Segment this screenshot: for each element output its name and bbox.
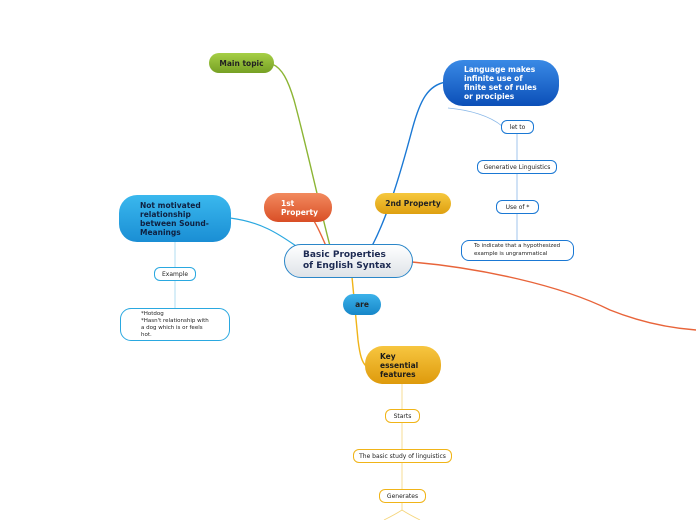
central-topic-label: Basic Properties of English Syntax xyxy=(303,250,392,271)
first-property-label: 1st Property xyxy=(281,198,318,217)
example-label: Example xyxy=(161,270,189,278)
language-makes-node[interactable]: Language makes infinite use of finite se… xyxy=(443,60,559,106)
hotdog-note-node[interactable]: *Hotdog *Hasn't relationship with a dog … xyxy=(120,308,230,341)
hotdog-note-label: *Hotdog *Hasn't relationship with a dog … xyxy=(141,310,209,338)
link-not-motivated xyxy=(229,217,297,247)
let-to-label: let to xyxy=(509,123,526,131)
basic-study-node[interactable]: The basic study of linguistics xyxy=(353,449,452,463)
indicate-node[interactable]: To indicate that a hypothesized example … xyxy=(461,240,574,261)
link-offscreen xyxy=(411,261,696,331)
generates-label: Generates xyxy=(386,492,419,500)
link-language-makes xyxy=(371,81,447,247)
use-of-node[interactable]: Use of * xyxy=(496,200,539,214)
starts-node[interactable]: Starts xyxy=(385,409,420,423)
first-property-node[interactable]: 1st Property xyxy=(264,193,332,222)
key-features-label: Key essential features xyxy=(380,351,419,379)
main-topic-node[interactable]: Main topic xyxy=(209,53,274,73)
example-node[interactable]: Example xyxy=(154,267,196,281)
not-motivated-node[interactable]: Not motivated relationship between Sound… xyxy=(119,195,231,242)
basic-study-label: The basic study of linguistics xyxy=(359,452,446,460)
generates-node[interactable]: Generates xyxy=(379,489,426,503)
key-features-node[interactable]: Key essential features xyxy=(365,346,441,384)
main-topic-label: Main topic xyxy=(219,58,264,68)
are-label: are xyxy=(355,300,369,309)
use-of-label: Use of * xyxy=(505,203,530,211)
not-motivated-label: Not motivated relationship between Sound… xyxy=(140,200,209,237)
are-node[interactable]: are xyxy=(343,294,381,315)
indicate-label: To indicate that a hypothesized example … xyxy=(474,243,561,257)
link-let-to xyxy=(447,107,503,127)
link-generates-children xyxy=(383,503,421,520)
second-property-label: 2nd Property xyxy=(385,199,441,208)
language-makes-label: Language makes infinite use of finite se… xyxy=(464,65,537,101)
generative-label: Generative Linguistics xyxy=(483,163,551,171)
second-property-node[interactable]: 2nd Property xyxy=(375,193,451,214)
starts-label: Starts xyxy=(393,412,412,420)
link-key-features xyxy=(351,276,367,367)
central-topic[interactable]: Basic Properties of English Syntax xyxy=(284,244,413,278)
generative-node[interactable]: Generative Linguistics xyxy=(477,160,557,174)
let-to-node[interactable]: let to xyxy=(501,120,534,134)
